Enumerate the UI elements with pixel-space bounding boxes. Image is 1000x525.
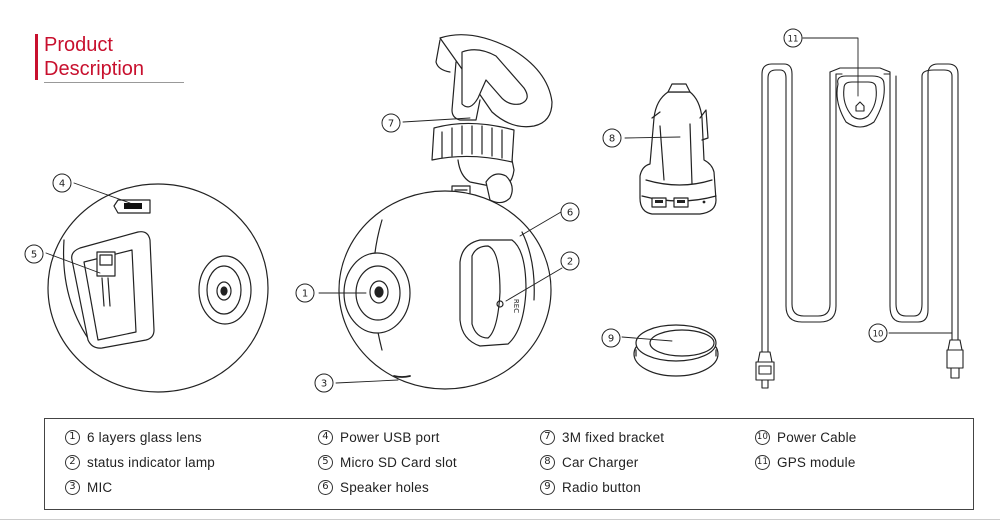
callout-circle (560, 251, 580, 271)
callout-4: 4 (52, 173, 72, 193)
legend-number: 11 (755, 454, 770, 470)
status-lamp-recess (459, 239, 527, 347)
callout-number: 8 (609, 134, 615, 145)
callout-circle (868, 323, 888, 343)
callout-circle (295, 283, 315, 303)
legend-label: Radio button (562, 479, 641, 495)
callout-circle (602, 128, 622, 148)
title-underline (44, 82, 184, 83)
callout-1: 1 (295, 283, 315, 303)
legend-label: Car Charger (562, 454, 639, 470)
callout-layer: 1 2 3 4 5 6 7 8 9 10 11 (24, 28, 888, 393)
legend-number: 6 (318, 479, 333, 495)
callout-number: 9 (608, 334, 614, 345)
legend-label: MIC (87, 479, 113, 495)
legend-label: Power Cable (777, 429, 857, 445)
3m-bracket (431, 34, 553, 204)
legend-number: 3 (65, 479, 80, 495)
legend-label: 6 layers glass lens (87, 429, 202, 445)
legend-label: Speaker holes (340, 479, 429, 495)
legend-number: 7 (540, 429, 555, 445)
callout-3: 3 (314, 373, 334, 393)
legend-number: 2 (65, 454, 80, 470)
callout-number: 10 (873, 330, 884, 340)
callout-10: 10 (868, 323, 888, 343)
legend-label: Power USB port (340, 429, 440, 445)
callout-number: 1 (302, 289, 308, 300)
callout-circle (783, 28, 803, 48)
callout-number: 7 (388, 119, 394, 130)
callout-circle (381, 113, 401, 133)
side-lens (198, 255, 252, 325)
callout-8: 8 (602, 128, 622, 148)
legend-item-1: 1 6 layers glass lens (65, 427, 202, 447)
title-block: Product Description (35, 32, 185, 84)
car-charger (639, 83, 717, 215)
page-title-line2: Description (44, 58, 145, 80)
legend-number: 1 (65, 429, 80, 445)
legend-item-7: 7 3M fixed bracket (540, 427, 664, 447)
legend-label: status indicator lamp (87, 454, 216, 470)
callout-circle (601, 328, 621, 348)
micro-sd-slot (71, 231, 155, 349)
bottom-rule (0, 519, 1000, 520)
legend-item-2: 2 status indicator lamp (65, 452, 215, 472)
legend-item-11: 11 GPS module (755, 452, 856, 472)
product-diagram: REC 1 2 3 4 5 6 7 8 9 10 11 (24, 28, 964, 393)
callout-circle (560, 202, 580, 222)
callout-circle (24, 244, 44, 264)
camera-front-view (338, 34, 553, 390)
power-cable-gps (755, 63, 964, 389)
callout-number: 4 (59, 179, 65, 190)
legend-item-10: 10 Power Cable (755, 427, 857, 447)
legend-item-4: 4 Power USB port (318, 427, 440, 447)
callout-9: 9 (601, 328, 621, 348)
legend-item-9: 9 Radio button (540, 477, 641, 497)
callout-circle (52, 173, 72, 193)
legend-number: 5 (318, 454, 333, 470)
callout-number: 11 (788, 35, 799, 45)
callout-11: 11 (783, 28, 803, 48)
legend-label: Micro SD Card slot (340, 454, 457, 470)
legend-label: GPS module (777, 454, 856, 470)
legend-number: 4 (318, 429, 333, 445)
radio-button-device (633, 324, 719, 377)
camera-back-view (47, 183, 269, 393)
legend-label: 3M fixed bracket (562, 429, 665, 445)
legend-number: 10 (755, 429, 770, 445)
legend-number: 9 (540, 479, 555, 495)
callout-number: 2 (567, 257, 573, 268)
legend-item-3: 3 MIC (65, 477, 112, 497)
page-title-line1: Product (44, 34, 113, 56)
legend-box: 1 6 layers glass lens 2 status indicator la… (44, 418, 974, 510)
legend-item-8: 8 Car Charger (540, 452, 638, 472)
legend-item-6: 6 Speaker holes (318, 477, 429, 497)
callout-5: 5 (24, 244, 44, 264)
callout-number: 6 (567, 208, 573, 219)
callout-number: 3 (321, 379, 327, 390)
callout-circle (314, 373, 334, 393)
callout-2: 2 (560, 251, 580, 271)
callout-7: 7 (381, 113, 401, 133)
callout-6: 6 (560, 202, 580, 222)
rec-label: REC (512, 299, 520, 313)
legend-number: 8 (540, 454, 555, 470)
callout-number: 5 (31, 250, 37, 261)
legend-item-5: 5 Micro SD Card slot (318, 452, 457, 472)
title-accent-bar (35, 34, 38, 80)
leader-lines (45, 37, 953, 384)
